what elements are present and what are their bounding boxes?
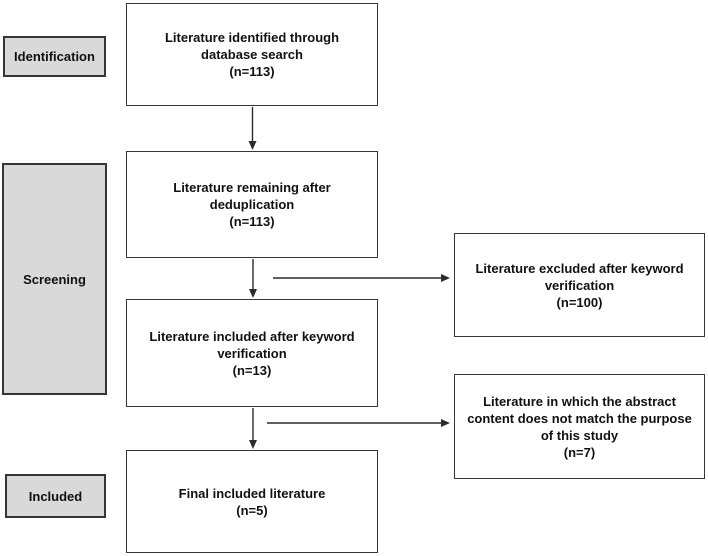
node-text: Literature excluded after keyword verifi… <box>475 260 684 310</box>
node-after-keyword-verification: Literature included after keyword verifi… <box>126 299 378 407</box>
stage-box-screening: Screening <box>2 163 107 395</box>
node-excluded-abstract-mismatch: Literature in which the abstract content… <box>454 374 705 479</box>
stage-label-identification: Identification <box>14 49 95 64</box>
stage-label-screening: Screening <box>23 271 86 287</box>
node-text: Final included literature (n=5) <box>178 485 326 518</box>
node-after-deduplication: Literature remaining after deduplication… <box>126 151 378 258</box>
node-text: Literature identified through database s… <box>164 30 340 79</box>
node-excluded-keyword: Literature excluded after keyword verifi… <box>454 233 705 337</box>
node-text: Literature remaining after deduplication… <box>173 180 331 229</box>
node-literature-identified: Literature identified through database s… <box>126 3 378 106</box>
node-text: Literature in which the abstract content… <box>467 393 692 460</box>
node-text: Literature included after keyword verifi… <box>149 328 355 378</box>
stage-label-included: Included <box>28 488 83 504</box>
stage-box-identification: Identification <box>3 36 106 77</box>
node-final-included: Final included literature (n=5) <box>126 450 378 553</box>
stage-box-included: Included <box>5 474 106 518</box>
